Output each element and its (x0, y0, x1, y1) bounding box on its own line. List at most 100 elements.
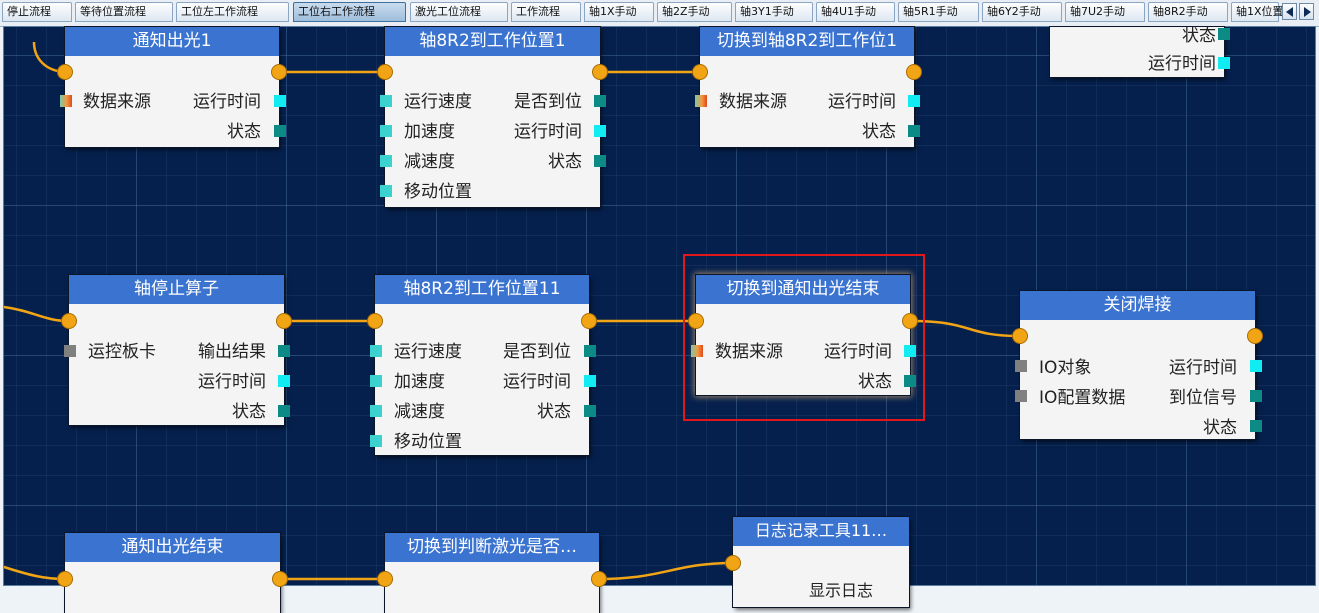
port-label: 状态 (1182, 26, 1216, 46)
output-pin[interactable] (1250, 360, 1262, 372)
port-label: 减速度 (404, 152, 455, 172)
node-title: 日志记录工具11… (733, 517, 909, 546)
port-label: 是否到位 (514, 92, 582, 112)
output-pin[interactable] (908, 95, 920, 107)
exec-in-port[interactable] (58, 65, 72, 79)
node-title: 轴停止算子 (69, 275, 284, 304)
node-title: 切换到轴8R2到工作位1 (700, 27, 914, 56)
tab-axis7u2-manual[interactable]: 轴7U2手动 (1065, 2, 1145, 22)
input-pin[interactable] (370, 375, 382, 387)
exec-in-port[interactable] (726, 556, 740, 570)
exec-out-port[interactable] (903, 314, 917, 328)
tab-axis1x-manual[interactable]: 轴1X手动 (584, 2, 654, 22)
node-switch-judge-laser[interactable]: 切换到判断激光是否… (385, 533, 599, 613)
node-axis8r2-work-position-1[interactable]: 轴8R2到工作位置1 运行速度 加速度 减速度 移动位置 是否到位 运行时间 状… (385, 27, 600, 207)
port-label: 运控板卡 (88, 342, 156, 362)
output-pin[interactable] (594, 95, 606, 107)
node-close-welding[interactable]: 关闭焊接 IO对象 IO配置数据 运行时间 到位信号 状态 (1020, 291, 1255, 439)
node-switch-axis8r2-work-pos-1[interactable]: 切换到轴8R2到工作位1 数据来源 运行时间 状态 (700, 27, 914, 147)
tab-scroll-left-button[interactable] (1282, 3, 1297, 20)
exec-out-port[interactable] (592, 572, 606, 586)
port-label: 运行速度 (404, 92, 472, 112)
input-pin[interactable] (64, 345, 76, 357)
connection-wires (3, 41, 1021, 581)
port-label: 状态 (548, 152, 582, 172)
tab-scroll-right-button[interactable] (1299, 3, 1314, 20)
output-pin[interactable] (278, 345, 290, 357)
exec-out-port[interactable] (907, 65, 921, 79)
input-pin[interactable] (380, 95, 392, 107)
output-pin[interactable] (278, 375, 290, 387)
output-pin[interactable] (904, 345, 916, 357)
output-pin[interactable] (904, 375, 916, 387)
input-pin[interactable] (380, 185, 392, 197)
port-label: 运行时间 (503, 372, 571, 392)
tab-axis3y1-manual[interactable]: 轴3Y1手动 (735, 2, 813, 22)
tab-work-flow[interactable]: 工作流程 (511, 2, 581, 22)
exec-in-port[interactable] (689, 314, 703, 328)
output-pin[interactable] (274, 95, 286, 107)
tab-axis5r1-manual[interactable]: 轴5R1手动 (898, 2, 979, 22)
node-log-record-tool[interactable]: 日志记录工具11… 显示日志 (733, 517, 909, 607)
node-axis8r2-work-position-11[interactable]: 轴8R2到工作位置11 运行速度 加速度 减速度 移动位置 是否到位 运行时间 … (375, 275, 589, 455)
exec-out-port[interactable] (582, 314, 596, 328)
node-partial-top-right[interactable]: 状态 运行时间 (1050, 26, 1224, 77)
input-pin[interactable] (60, 95, 72, 107)
output-pin[interactable] (1218, 57, 1230, 69)
input-pin[interactable] (370, 405, 382, 417)
exec-out-port[interactable] (272, 65, 286, 79)
selection-highlight-box (683, 254, 925, 421)
arrow-right-icon (1304, 7, 1311, 17)
tab-left-station-flow[interactable]: 工位左工作流程 (176, 2, 289, 22)
tab-stop-flow[interactable]: 停止流程 (2, 2, 72, 22)
output-pin[interactable] (274, 125, 286, 137)
output-pin[interactable] (584, 375, 596, 387)
input-pin[interactable] (370, 345, 382, 357)
exec-out-port[interactable] (593, 65, 607, 79)
input-pin[interactable] (1015, 360, 1027, 372)
tab-right-station-flow[interactable]: 工位右工作流程 (293, 2, 406, 22)
port-label: 运行时间 (198, 372, 266, 392)
output-pin[interactable] (908, 125, 920, 137)
exec-in-port[interactable] (693, 65, 707, 79)
port-label: 状态 (862, 122, 896, 142)
exec-in-port[interactable] (378, 65, 392, 79)
output-pin[interactable] (594, 155, 606, 167)
exec-in-port[interactable] (368, 314, 382, 328)
input-pin[interactable] (380, 155, 392, 167)
output-pin[interactable] (1250, 390, 1262, 402)
tab-axis2z-manual[interactable]: 轴2Z手动 (657, 2, 732, 22)
output-pin[interactable] (594, 125, 606, 137)
node-axis-stop-operator[interactable]: 轴停止算子 运控板卡 输出结果 运行时间 状态 (69, 275, 284, 425)
output-pin[interactable] (584, 405, 596, 417)
output-pin[interactable] (278, 405, 290, 417)
input-pin[interactable] (695, 95, 707, 107)
input-pin[interactable] (380, 125, 392, 137)
exec-in-port[interactable] (378, 572, 392, 586)
output-pin[interactable] (1250, 420, 1262, 432)
tab-laser-station-flow[interactable]: 激光工位流程 (410, 2, 508, 22)
input-pin[interactable] (1015, 390, 1027, 402)
port-label: 状态 (227, 122, 261, 142)
input-pin[interactable] (370, 435, 382, 447)
tab-wait-position-flow[interactable]: 等待位置流程 (75, 2, 173, 22)
output-pin[interactable] (584, 345, 596, 357)
node-notify-light-1[interactable]: 通知出光1 数据来源 运行时间 状态 (65, 27, 279, 147)
node-switch-notify-light-end[interactable]: 切换到通知出光结束 数据来源 运行时间 状态 (696, 275, 910, 395)
exec-in-port[interactable] (58, 572, 72, 586)
exec-out-port[interactable] (277, 314, 291, 328)
output-pin[interactable] (1218, 28, 1230, 40)
input-pin[interactable] (691, 345, 703, 357)
port-label: 数据来源 (719, 92, 787, 112)
exec-out-port[interactable] (273, 572, 287, 586)
exec-out-port[interactable] (1248, 329, 1262, 343)
exec-in-port[interactable] (62, 314, 76, 328)
exec-in-port[interactable] (1013, 329, 1027, 343)
tab-axis8r2-manual[interactable]: 轴8R2手动 (1148, 2, 1228, 22)
node-notify-light-end[interactable]: 通知出光结束 (65, 533, 280, 613)
tab-axis1x-position[interactable]: 轴1X位置 (1231, 2, 1284, 22)
tab-axis4u1-manual[interactable]: 轴4U1手动 (816, 2, 895, 22)
flow-canvas[interactable]: 通知出光1 数据来源 运行时间 状态 轴8R2到工作位置1 运行速度 加速度 减… (3, 26, 1316, 613)
port-label: 运行时间 (193, 92, 261, 112)
tab-axis6y2-manual[interactable]: 轴6Y2手动 (982, 2, 1062, 22)
